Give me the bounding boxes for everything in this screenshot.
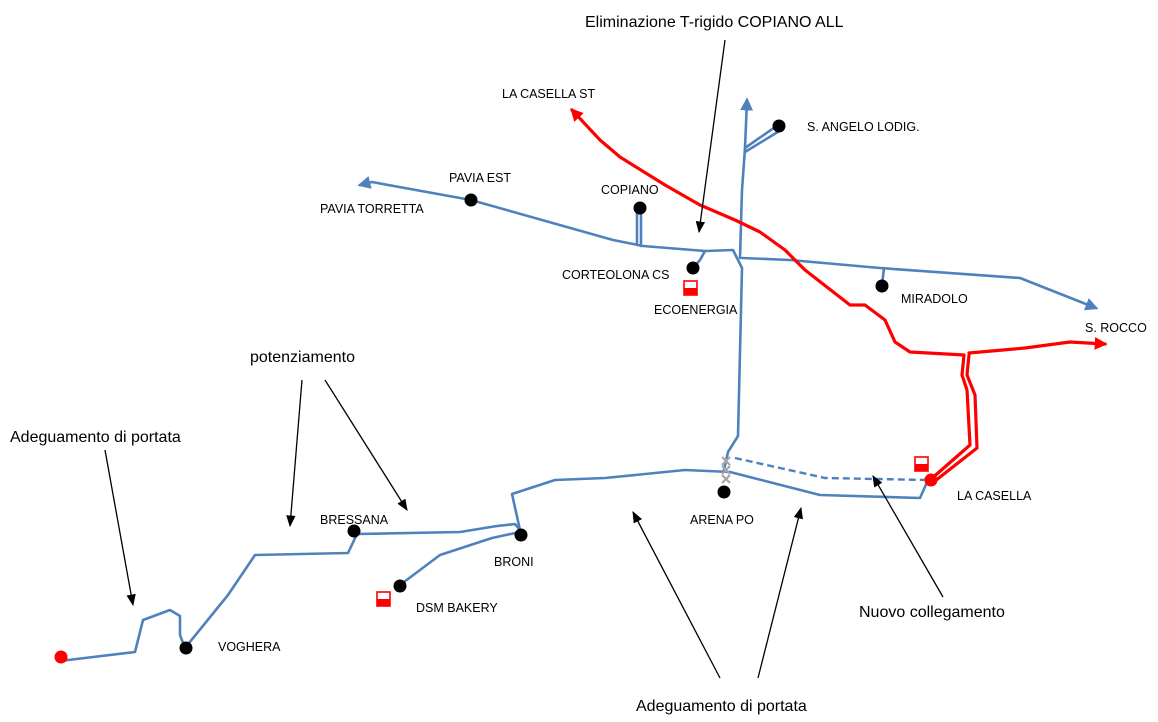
pointer-nuovo	[872, 474, 944, 598]
node-dsm-bakery	[393, 579, 407, 593]
label-voghera: VOGHERA	[218, 640, 281, 654]
plant-icon-la-casella	[914, 456, 929, 472]
label-bressana: BRESSANA	[320, 513, 389, 527]
label-dsm-bakery: DSM BAKERY	[416, 601, 498, 615]
pipe-trunk	[703, 248, 744, 472]
red-line-s-rocco	[967, 337, 1108, 355]
pointer-adeg-bottom-a	[632, 510, 721, 679]
node-miradolo	[875, 279, 889, 293]
node-pavia-est	[464, 193, 478, 207]
nodes	[54, 119, 938, 664]
plant-icon-ecoenergia	[683, 280, 698, 296]
plant-icons	[376, 280, 929, 607]
label-s-angelo: S. ANGELO LODIG.	[807, 120, 920, 134]
label-pavia-est: PAVIA EST	[449, 171, 511, 185]
pipe-dsm	[398, 530, 522, 587]
pipe-s-rocco	[740, 256, 1099, 311]
label-s-rocco: S. ROCCO	[1085, 321, 1147, 335]
node-bressana	[347, 524, 361, 538]
pointer-elim	[695, 39, 726, 234]
label-nuovo: Nuovo collegamento	[859, 604, 1005, 621]
node-voghera	[179, 641, 193, 655]
red-line-parallel	[933, 353, 979, 483]
plant-icon-dsm-bakery	[376, 591, 391, 607]
pipeline-network	[58, 97, 1099, 663]
pipe-s-angelo-b	[743, 128, 783, 154]
node-arena-po	[717, 485, 731, 499]
node-start	[54, 650, 68, 664]
node-copiano	[633, 201, 647, 215]
pipe-s-angelo	[738, 97, 754, 260]
label-potenziamento: potenziamento	[250, 349, 355, 366]
label-copiano: COPIANO	[601, 183, 659, 197]
label-ecoenergia: ECOENERGIA	[654, 303, 738, 317]
highlight-line	[570, 108, 1108, 483]
removed-tee-marker	[721, 456, 731, 484]
pipe-south-main	[355, 468, 930, 536]
label-elim: Eliminazione T-rigido COPIANO ALL	[585, 14, 844, 31]
label-pavia-torretta: PAVIA TORRETTA	[320, 202, 424, 216]
pipe-new-link	[734, 456, 929, 482]
labels: Eliminazione T-rigido COPIANO ALL LA CAS…	[10, 14, 1147, 715]
annotation-pointers	[104, 39, 944, 679]
label-la-casella-st: LA CASELLA ST	[502, 87, 595, 101]
label-adeguamento-left: Adeguamento di portata	[10, 429, 181, 446]
node-s-angelo	[772, 119, 786, 133]
red-line-la-casella-st	[570, 108, 787, 252]
label-la-casella: LA CASELLA	[957, 489, 1032, 503]
pipe-s-angelo-a	[743, 123, 780, 150]
pipe-bressana-voghera	[58, 532, 359, 663]
red-line-main	[783, 248, 972, 482]
node-corteolona	[686, 261, 700, 275]
label-arena-po: ARENA PO	[690, 513, 754, 527]
pointer-potenz-b	[324, 379, 408, 511]
pointer-adeg-bottom-b	[757, 506, 803, 679]
label-adeguamento-bottom: Adeguamento di portata	[636, 698, 807, 715]
label-broni: BRONI	[494, 555, 534, 569]
label-miradolo: MIRADOLO	[901, 292, 968, 306]
pipe-pavia	[357, 176, 707, 253]
label-corteolona: CORTEOLONA CS	[562, 268, 669, 282]
pointer-potenz-a	[286, 379, 303, 528]
node-broni	[514, 528, 528, 542]
pointer-adeg-left	[104, 449, 136, 607]
node-la-casella	[924, 473, 938, 487]
